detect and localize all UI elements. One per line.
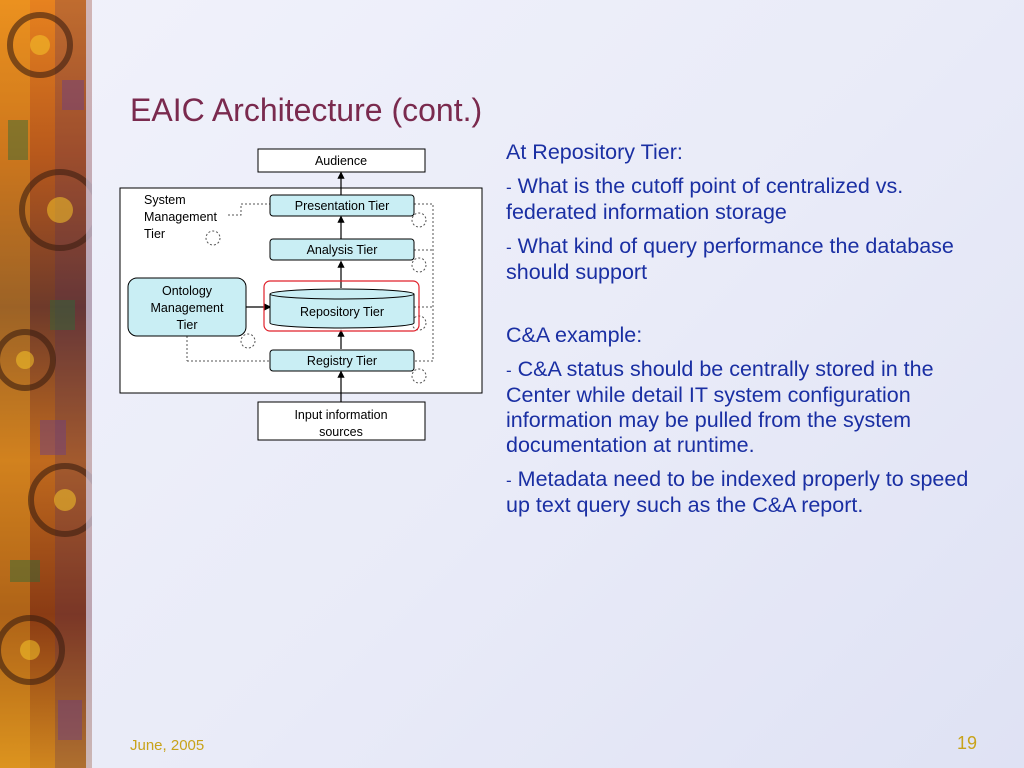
decorative-gear-strip [0, 0, 92, 768]
bullet-text: Metadata need to be indexed properly to … [506, 467, 969, 517]
system-management-label-line2: Management [144, 210, 217, 224]
ca-bullet: - Metadata need to be indexed properly t… [506, 467, 994, 518]
management-node-circle [205, 230, 221, 246]
bullet-text: What kind of query performance the datab… [506, 234, 954, 284]
architecture-diagram-canvas: Audience Input information sources [119, 148, 483, 441]
page-number: 19 [957, 733, 978, 753]
bullet-dash: - [506, 471, 512, 490]
registry-tier-label: Registry Tier [307, 354, 377, 368]
dotted-management-connectors [186, 203, 434, 362]
analysis-tier-box [269, 238, 415, 261]
management-node-circle [411, 257, 427, 273]
bullet-dash: - [506, 361, 512, 380]
repository-highlight-frame [263, 280, 420, 332]
ontology-label-line3: Tier [176, 318, 197, 332]
input-sources-label-line1: Input information [294, 408, 387, 422]
ca-heading: C&A example: [506, 323, 643, 347]
presentation-tier-box [269, 194, 415, 217]
presentation-tier-label: Presentation Tier [295, 199, 390, 213]
management-node-circle [411, 212, 427, 228]
ontology-label-line1: Ontology [162, 284, 213, 298]
system-management-label-line3: Tier [144, 227, 165, 241]
system-management-label-line1: System [144, 193, 186, 207]
repository-heading: At Repository Tier: [506, 140, 683, 164]
management-node-circle [240, 333, 256, 349]
ontology-label-line2: Management [151, 301, 224, 315]
bullet-dash: - [506, 238, 512, 257]
repository-tier-cylinder [269, 288, 415, 329]
registry-tier-box [269, 349, 415, 372]
architecture-diagram: Audience Input information sources [110, 140, 490, 455]
repository-bullet: - What is the cutoff point of centralize… [506, 174, 994, 225]
repository-tier-label: Repository Tier [300, 305, 384, 319]
section-gap [506, 294, 994, 323]
bullet-text: What is the cutoff point of centralized … [506, 174, 904, 224]
slide-notes: At Repository Tier: - What is the cutoff… [506, 140, 994, 527]
management-node-circle [411, 368, 427, 384]
bullet-text: C&A status should be centrally stored in… [506, 357, 934, 457]
bullet-dash: - [506, 178, 512, 197]
footer-date: June, 2005 [130, 737, 205, 754]
ca-bullet: - C&A status should be centrally stored … [506, 357, 994, 458]
gear-pattern-image [0, 0, 92, 768]
input-sources-box [257, 401, 426, 441]
ontology-management-tier-box [127, 277, 247, 337]
analysis-tier-label: Analysis Tier [307, 243, 378, 257]
slide-title: EAIC Architecture (cont.) [130, 92, 483, 128]
input-sources-label-line2: sources [319, 425, 363, 439]
repository-bullet: - What kind of query performance the dat… [506, 234, 994, 285]
audience-label: Audience [315, 154, 367, 168]
